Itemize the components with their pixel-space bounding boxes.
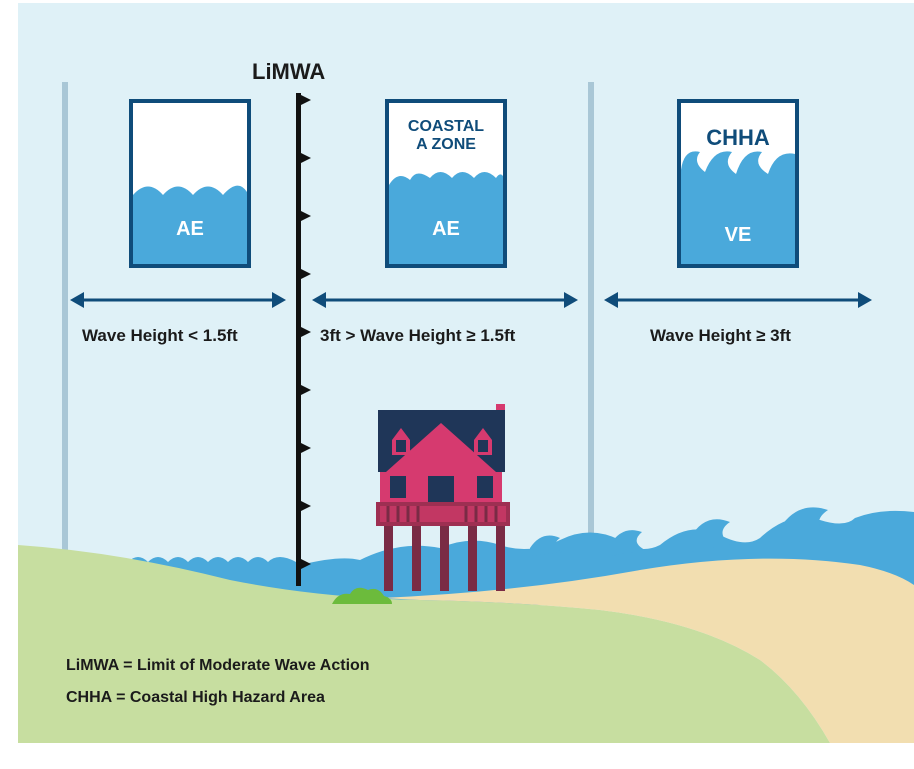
- zone-2-top-label: COASTAL A ZONE: [407, 118, 485, 153]
- limwa-title: LiMWA: [252, 59, 326, 84]
- bush: [332, 587, 392, 604]
- limwa-line: [296, 93, 311, 586]
- wave-fill-moderate: [389, 172, 503, 264]
- legend-chha: CHHA = Coastal High Hazard Area: [66, 689, 325, 706]
- arrow-zone-1: [70, 292, 286, 308]
- zone-3-top-label: CHHA: [706, 125, 770, 150]
- zone-divider-left: [62, 82, 68, 560]
- arrow-zone-3: [604, 292, 872, 308]
- wave-fill-calm: [133, 185, 247, 264]
- legend-limwa: LiMWA = Limit of Moderate Wave Action: [66, 657, 370, 674]
- zone-3-bottom-label: VE: [724, 224, 752, 246]
- sand-beach: [380, 558, 914, 743]
- wave-fill-high: [681, 151, 795, 264]
- wave-height-label-2: 3ft > Wave Height ≥ 1.5ft: [320, 326, 516, 345]
- zone-2-bottom-label: AE: [432, 218, 460, 240]
- wave-height-label-3: Wave Height ≥ 3ft: [650, 326, 791, 345]
- zone-1-bottom-label: AE: [176, 218, 204, 240]
- grass-ground: [18, 545, 830, 743]
- zone-box-chha: [677, 99, 799, 268]
- zone-box-ae: [129, 99, 251, 268]
- elevated-house: [376, 404, 510, 591]
- zone-divider-right: [588, 82, 594, 560]
- arrow-zone-2: [312, 292, 578, 308]
- breaking-waves: [530, 507, 828, 556]
- wave-height-label-1: Wave Height < 1.5ft: [82, 326, 238, 345]
- zone-box-coastal-a: [385, 99, 507, 268]
